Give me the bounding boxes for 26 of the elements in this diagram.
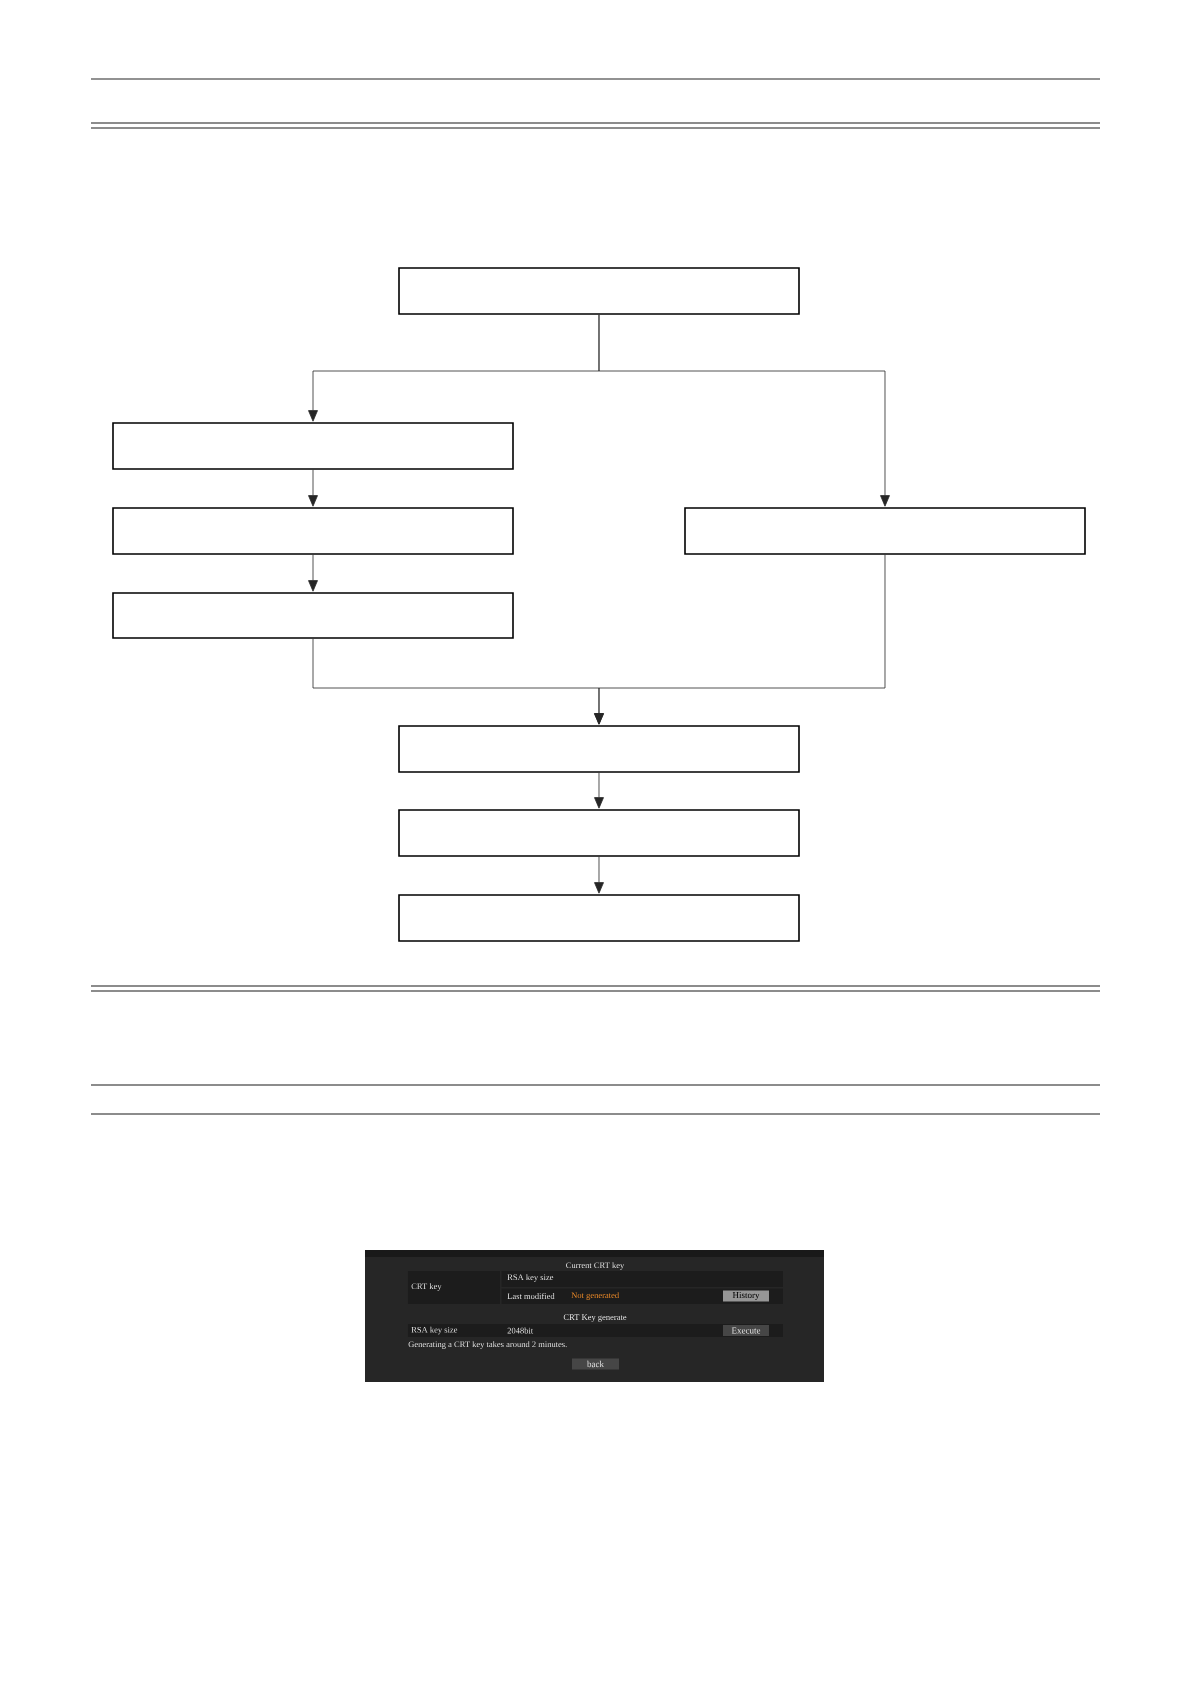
process-box — [398, 267, 800, 315]
note-text: Generating a CRT key takes around 2 minutes. — [408, 1341, 567, 1349]
process-box — [398, 725, 800, 773]
heading-text: Current CRT key — [566, 1262, 625, 1270]
field-label: CRT key — [411, 1283, 442, 1291]
arrow — [594, 554, 886, 725]
process-box — [112, 507, 514, 555]
arrow — [308, 469, 318, 507]
button: back — [572, 1358, 619, 1370]
process-box — [398, 809, 800, 857]
process-box — [112, 592, 514, 639]
arrow — [308, 554, 318, 592]
field-label: RSA key size — [507, 1274, 554, 1282]
process-box — [112, 422, 514, 470]
arrow — [594, 856, 604, 894]
status-text: Not generated — [571, 1292, 619, 1300]
value-text: 2048bit — [507, 1327, 534, 1334]
button: Execute — [723, 1325, 769, 1336]
heading-text: CRT Key generate — [563, 1314, 627, 1322]
process-box — [684, 507, 1086, 555]
button: History — [723, 1290, 769, 1302]
field-label: Last modified — [507, 1292, 555, 1300]
process-box — [398, 894, 800, 942]
field-label: RSA key size — [411, 1326, 458, 1335]
arrow — [598, 314, 890, 507]
arrow — [594, 772, 604, 809]
